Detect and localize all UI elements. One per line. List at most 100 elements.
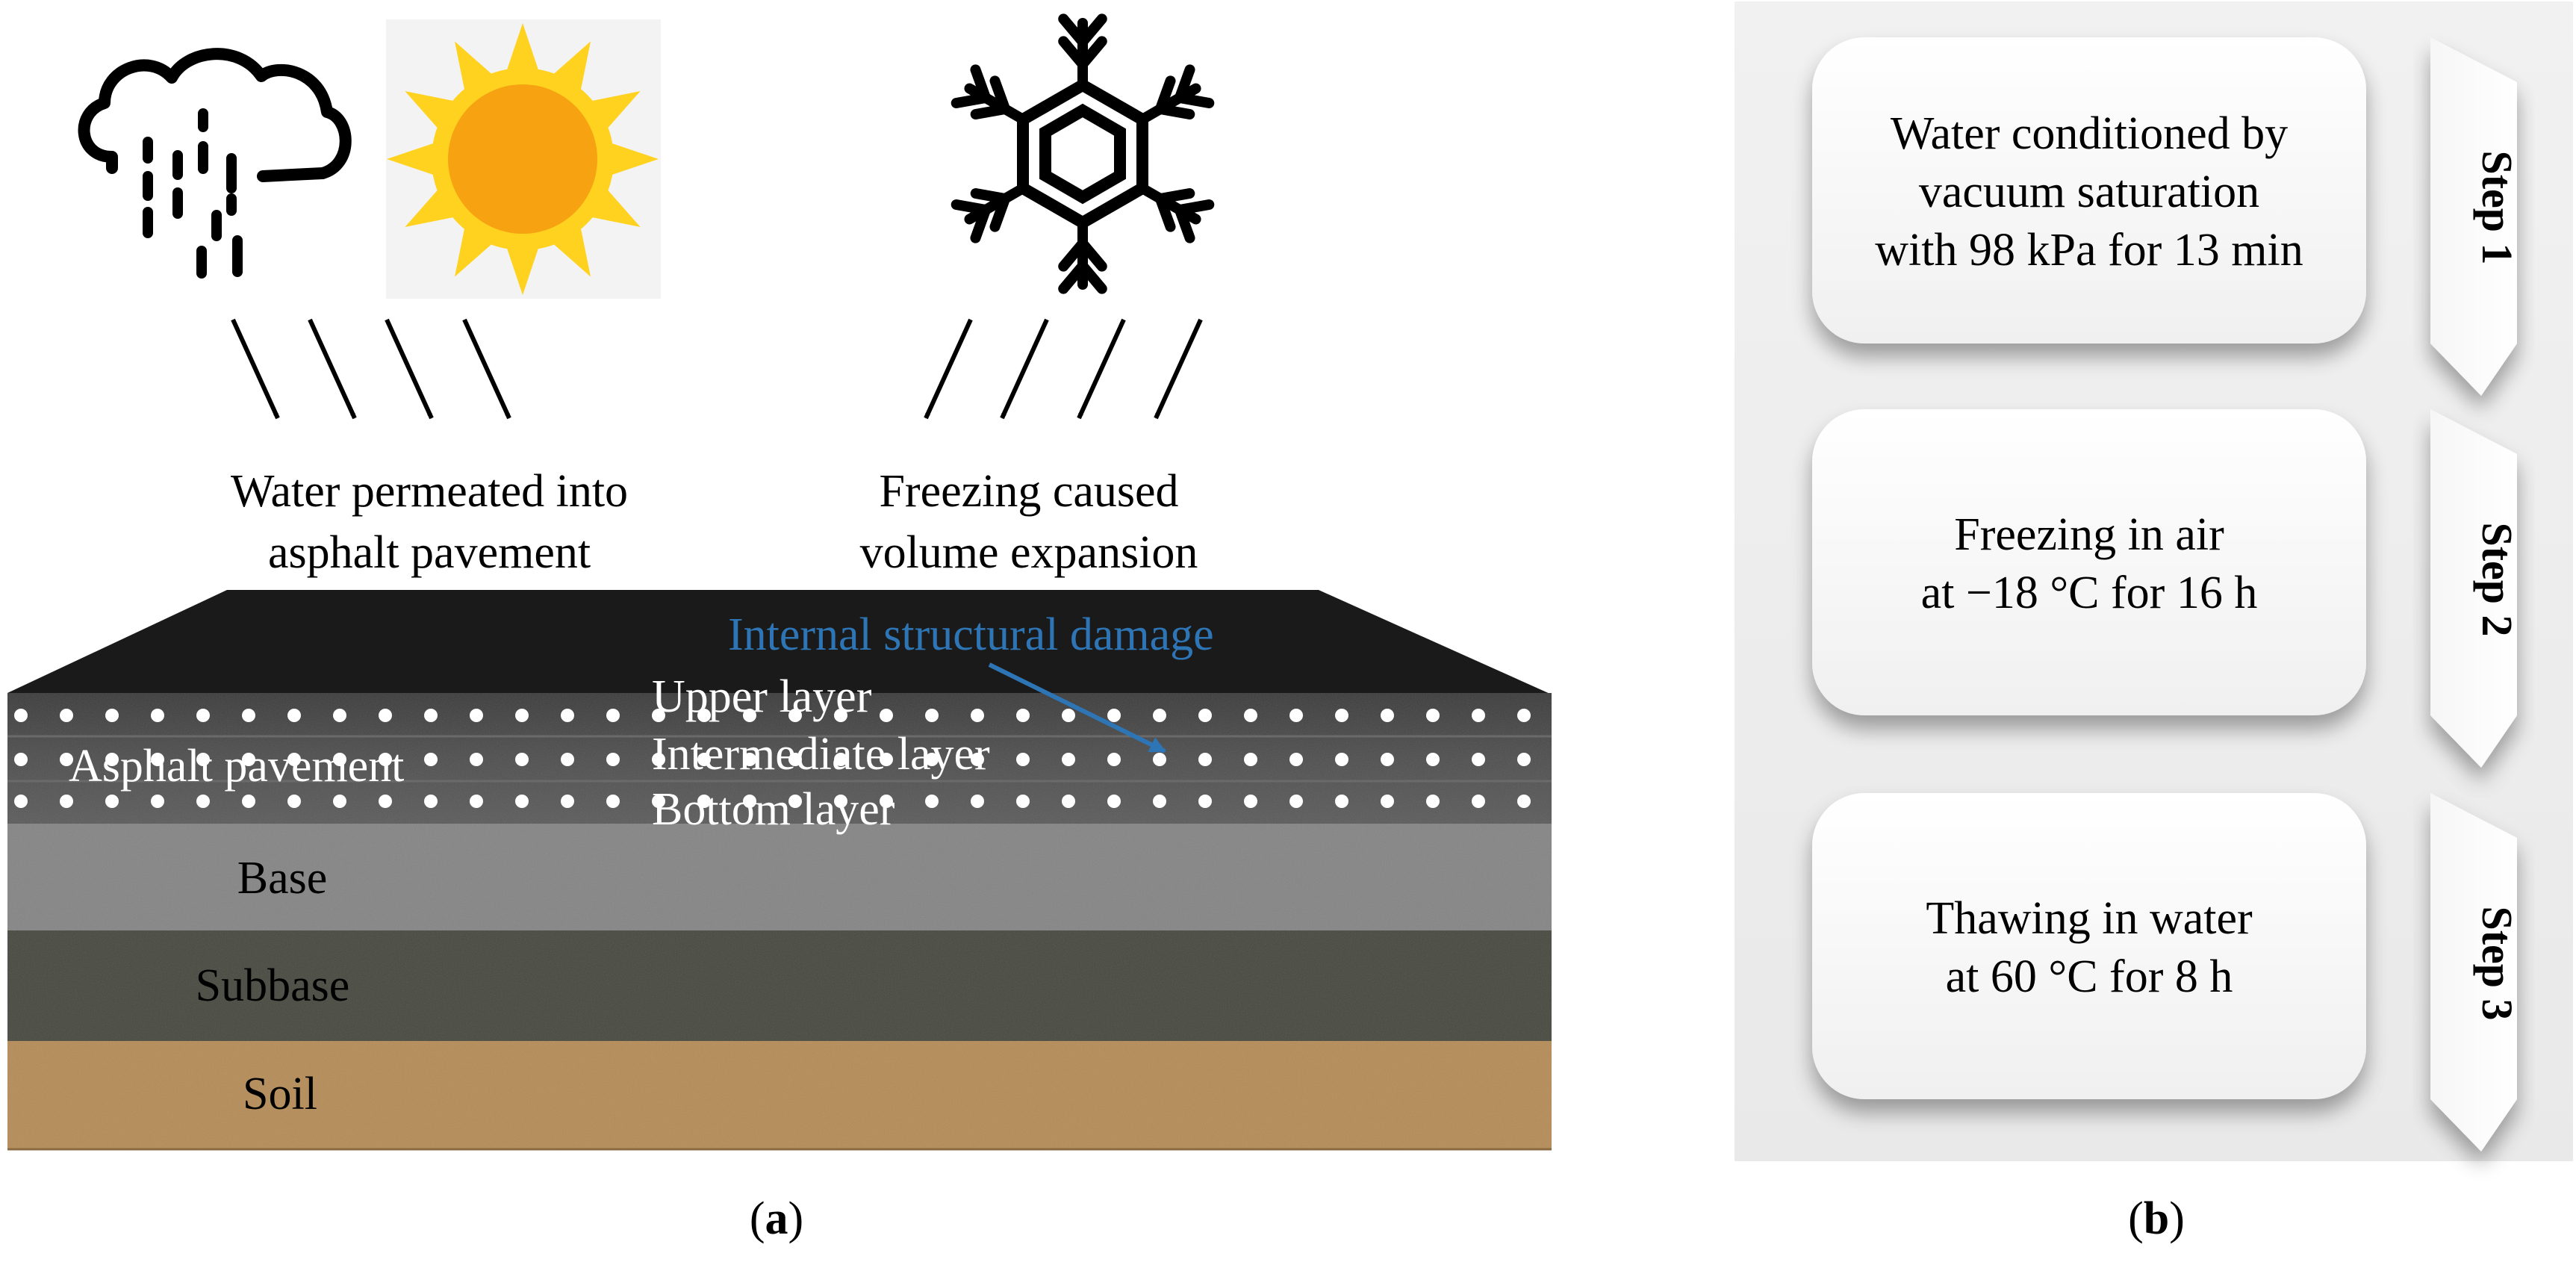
pore-dot bbox=[1062, 753, 1075, 766]
pore-dot bbox=[424, 753, 438, 766]
pore-dot bbox=[1153, 753, 1166, 766]
pore-dots bbox=[14, 709, 1531, 808]
left-caption-line-2: asphalt pavement bbox=[268, 527, 591, 578]
pore-dot bbox=[1153, 709, 1166, 722]
pore-dot bbox=[606, 753, 620, 766]
pore-dot bbox=[1472, 753, 1485, 766]
pore-dot bbox=[1381, 795, 1394, 808]
step-tab-label: Step 3 bbox=[2473, 906, 2521, 1020]
pore-dot bbox=[1517, 753, 1531, 766]
freeze-arrows bbox=[924, 318, 1203, 420]
snowflake-icon bbox=[951, 13, 1215, 294]
pore-dot bbox=[1107, 753, 1121, 766]
pore-dot bbox=[14, 753, 28, 766]
pore-dot bbox=[105, 709, 119, 722]
pore-dot bbox=[287, 795, 301, 808]
sun-icon bbox=[386, 19, 661, 299]
pore-dot bbox=[60, 795, 73, 808]
pore-dot bbox=[242, 709, 255, 722]
pore-dot bbox=[333, 753, 346, 766]
left-caption-line-1: Water permeated into bbox=[231, 466, 628, 517]
pore-dot bbox=[515, 709, 529, 722]
pore-dot bbox=[60, 709, 73, 722]
pore-dot bbox=[424, 709, 438, 722]
pore-dot bbox=[971, 753, 984, 766]
pore-dot bbox=[105, 753, 119, 766]
step-text-line: at 60 °C for 8 h bbox=[1946, 951, 2233, 1002]
pore-dot bbox=[242, 795, 255, 808]
soil-label: Soil bbox=[243, 1069, 317, 1119]
intermediate-layer-label: Intermediate layer bbox=[652, 729, 990, 780]
pore-dot bbox=[1472, 795, 1485, 808]
pore-dot bbox=[151, 709, 164, 722]
pore-dot bbox=[1107, 795, 1121, 808]
pore-dot bbox=[561, 709, 574, 722]
pore-dot bbox=[242, 753, 255, 766]
sun-ray bbox=[504, 240, 541, 295]
pore-dot bbox=[470, 795, 483, 808]
pore-dot bbox=[925, 753, 939, 766]
step-box bbox=[1812, 37, 2366, 344]
pore-dot bbox=[515, 753, 529, 766]
pore-dot bbox=[14, 795, 28, 808]
pore-dot bbox=[834, 753, 847, 766]
pore-dot bbox=[1244, 753, 1257, 766]
pore-dot bbox=[1335, 709, 1348, 722]
pore-dot bbox=[606, 709, 620, 722]
sun-ray bbox=[604, 140, 659, 178]
pore-dot bbox=[743, 709, 756, 722]
sun-ray bbox=[387, 140, 441, 178]
pore-dot bbox=[971, 795, 984, 808]
pore-dot bbox=[60, 753, 73, 766]
pore-dot bbox=[697, 709, 711, 722]
step-text-line: Thawing in water bbox=[1926, 893, 2253, 944]
pore-dot bbox=[1198, 709, 1212, 722]
pore-dot bbox=[1198, 795, 1212, 808]
pore-dot bbox=[925, 709, 939, 722]
damage-label: Internal structural damage bbox=[728, 609, 1214, 660]
step-text-line: vacuum saturation bbox=[1919, 167, 2259, 217]
rain-cloud-icon bbox=[78, 48, 352, 279]
pore-dot bbox=[105, 795, 119, 808]
pore-dot bbox=[1472, 709, 1485, 722]
asphalt-top-surface bbox=[7, 590, 1552, 694]
damage-arrow bbox=[988, 662, 1166, 753]
pore-dot bbox=[834, 709, 847, 722]
step-text-line: Water conditioned by bbox=[1891, 108, 2288, 159]
step-box bbox=[1812, 793, 2366, 1099]
pavement-block bbox=[7, 590, 1552, 1151]
panel-b-label: (b) bbox=[2128, 1193, 2185, 1244]
pore-dot bbox=[1244, 709, 1257, 722]
step-tab bbox=[2430, 409, 2517, 768]
pore-dot bbox=[880, 795, 893, 808]
pore-dot bbox=[1381, 709, 1394, 722]
pore-dot bbox=[834, 795, 847, 808]
pore-dot bbox=[1517, 795, 1531, 808]
upper-layer-label: Upper layer bbox=[652, 671, 872, 722]
pore-dot bbox=[287, 709, 301, 722]
step-text-line: at −18 °C for 16 h bbox=[1921, 568, 2258, 618]
pore-dot bbox=[379, 753, 392, 766]
pore-dot bbox=[561, 753, 574, 766]
step-text-line: Freezing in air bbox=[1954, 509, 2224, 560]
panel-a-label: (a) bbox=[750, 1193, 803, 1244]
pore-dot bbox=[1335, 753, 1348, 766]
pore-dot bbox=[287, 753, 301, 766]
rain-arrows bbox=[231, 318, 511, 420]
step-box bbox=[1812, 409, 2366, 715]
pore-dot bbox=[1289, 795, 1303, 808]
pore-dot bbox=[424, 795, 438, 808]
pore-dot bbox=[1198, 753, 1212, 766]
step-tab-label: Step 2 bbox=[2473, 522, 2521, 636]
panel-a: Water permeated into asphalt pavement Fr… bbox=[7, 13, 1552, 1244]
pore-dot bbox=[652, 709, 665, 722]
bottom-layer-label: Bottom layer bbox=[652, 784, 895, 835]
pore-dot bbox=[515, 795, 529, 808]
right-caption-line-1: Freezing caused bbox=[879, 466, 1178, 517]
pore-dot bbox=[1244, 795, 1257, 808]
pore-dot bbox=[788, 753, 802, 766]
subbase-label: Subbase bbox=[196, 960, 350, 1011]
pore-dot bbox=[379, 795, 392, 808]
